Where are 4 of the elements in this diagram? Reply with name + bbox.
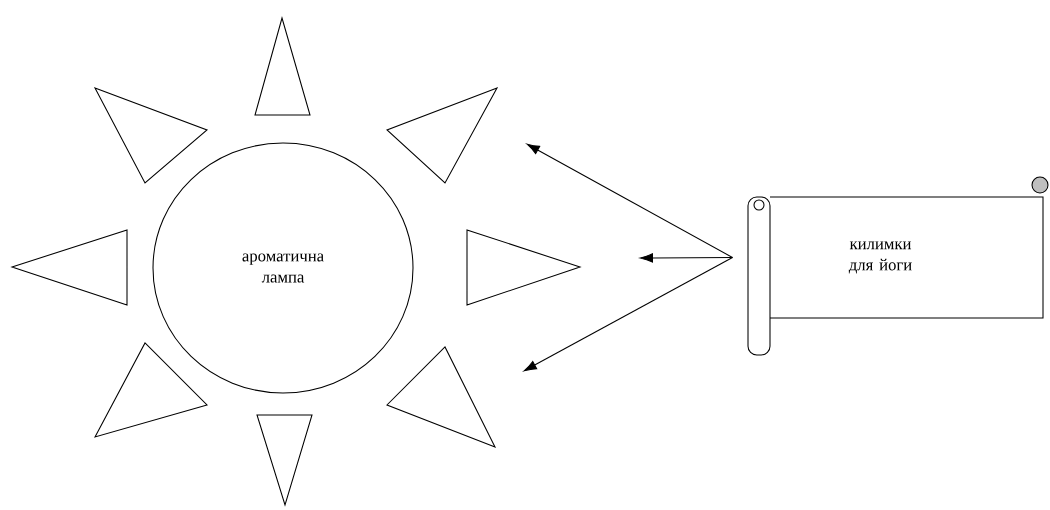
arrow xyxy=(526,143,733,258)
arrow xyxy=(523,256,733,372)
arrow xyxy=(639,253,733,263)
node-label: килимки для йоги xyxy=(848,241,912,274)
